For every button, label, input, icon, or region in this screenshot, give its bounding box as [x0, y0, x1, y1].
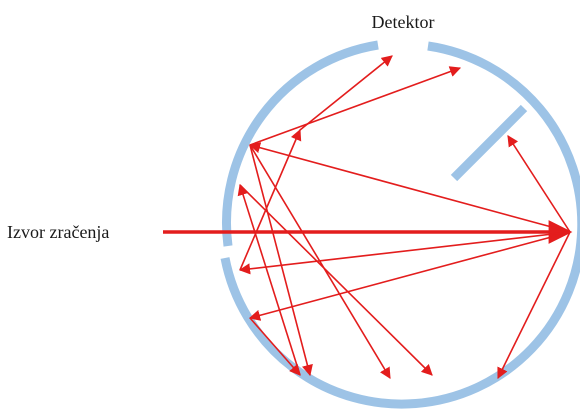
reflected-ray [238, 231, 571, 275]
sphere-wall-left-upper [221, 40, 379, 247]
reflected-ray [248, 231, 571, 321]
baffle [450, 104, 528, 182]
reflected-ray [507, 135, 571, 233]
detector-label: Detektor [372, 12, 435, 32]
source-label: Izvor zračenja [7, 222, 109, 242]
reflected-ray [248, 142, 571, 233]
reflected-ray [249, 144, 391, 379]
reflected-ray [249, 144, 313, 377]
reflected-ray [249, 66, 462, 146]
sphere-wall-right-lower [220, 41, 580, 409]
reflected-ray [299, 55, 393, 131]
reflected-ray [249, 317, 301, 376]
reflected-ray [239, 128, 302, 271]
reflected-ray [237, 183, 301, 376]
reflected-ray [497, 231, 571, 380]
reflected-rays [237, 55, 571, 380]
reflected-ray [239, 184, 433, 376]
